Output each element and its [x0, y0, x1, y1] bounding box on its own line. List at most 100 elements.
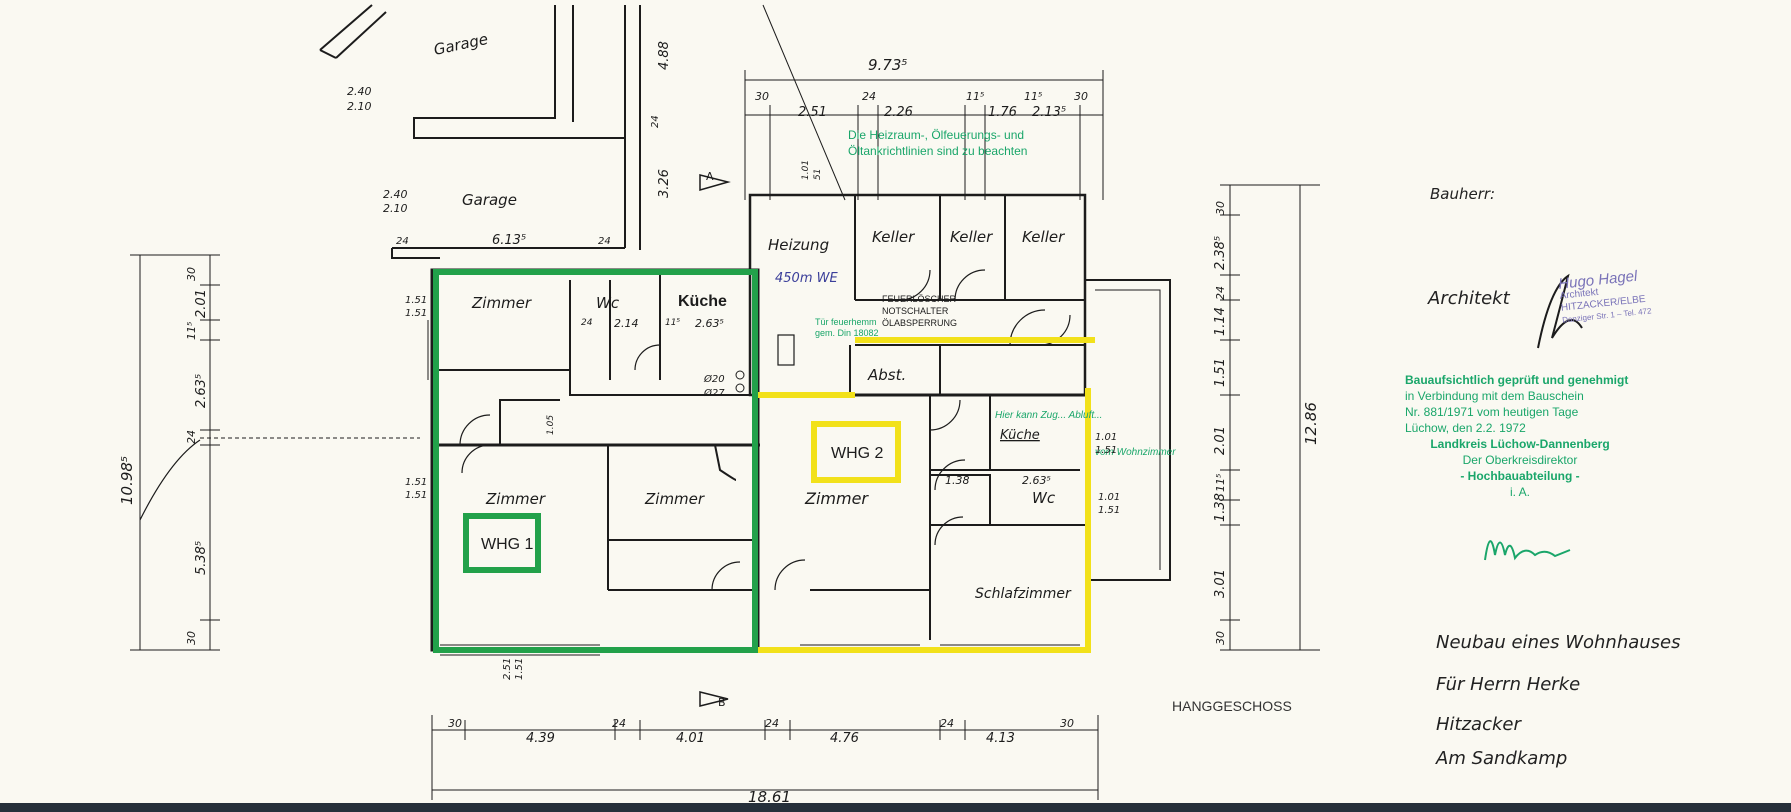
dim-bottom-seg: 4.39: [526, 731, 555, 746]
dim-window: 1.01: [1095, 432, 1117, 443]
dim-small: 1.05: [546, 415, 556, 435]
section-marker-a: [699, 174, 731, 191]
project-title-line-4: Am Sandkamp: [1436, 748, 1568, 769]
heating-capacity-note: 450m WE: [775, 271, 838, 286]
dim-right-seg: 24: [1214, 286, 1227, 300]
stamp-line: Der Oberkreisdirektor: [1462, 453, 1578, 467]
stamp-line: - Hochbauabteilung -: [1460, 469, 1580, 483]
dim-left-seg: 11⁵: [185, 322, 198, 340]
apartment-1-label: WHG 1: [481, 536, 534, 553]
bottom-bar: [0, 803, 1791, 812]
dim-left-seg: 30: [185, 267, 198, 281]
green-handwritten-note-2: vom Wohnzimmer: [1095, 447, 1176, 458]
room-label-keller-3: Keller: [1022, 228, 1065, 246]
dim-window: 1.01: [1098, 492, 1120, 503]
floor-title: HANGGESCHOSS: [1172, 698, 1292, 714]
client-label: Bauherr:: [1430, 185, 1496, 203]
dim-right-seg: 1.51: [1213, 358, 1228, 387]
dim-left-seg: 5.38⁵: [194, 541, 209, 575]
room-label-wc-2: Wc: [1032, 489, 1056, 507]
room-label-schlafzimmer: Schlafzimmer: [975, 586, 1072, 602]
room-label-zimmer-3: Zimmer: [644, 490, 705, 508]
dim-bottom-seg: 4.13: [986, 731, 1015, 746]
dim-right-seg: 2.38⁵: [1213, 236, 1228, 270]
dim-right-seg: 30: [1214, 201, 1227, 215]
whg1-box: [463, 513, 541, 573]
fire-extinguisher-note: FEUERLÖSCHER: [882, 294, 957, 304]
dim-window: 1.51: [514, 658, 525, 680]
dim-window: 2.51: [502, 658, 513, 680]
stamp-line: Lüchow, den 2.2. 1972: [1405, 421, 1526, 435]
stamp-line: in Verbindung mit dem Bauschein: [1405, 389, 1584, 403]
room-label-zimmer-2: Zimmer: [485, 490, 546, 508]
dim-right-total: 12.86: [1302, 402, 1320, 445]
dim-garage: 24: [396, 236, 409, 247]
garage-wall: [319, 4, 373, 51]
green-handwritten-note: Hier kann Zug... Abluft...: [995, 410, 1102, 421]
door-note-1: Tür feuerhemm: [815, 317, 877, 327]
architect-signature: [1537, 273, 1583, 349]
dim-top-seg: 2.13⁵: [1032, 105, 1066, 120]
dim-top-seg: 2.51: [798, 105, 827, 120]
oil-tank: [777, 334, 795, 366]
room-label-keller-1: Keller: [872, 228, 915, 246]
dim-window: 1.51: [405, 295, 427, 306]
dim-small: 24: [581, 318, 593, 328]
dim-garage: 2.10: [383, 202, 408, 215]
dim-top-total: 9.73⁵: [868, 56, 907, 74]
room-label-kueche-1: Küche: [678, 293, 727, 310]
dim-window: 1.51: [1098, 505, 1120, 516]
heating-note-1: Die Heizraum-, Ölfeuerungs- und: [848, 128, 1024, 142]
dim-top-seg: 11⁵: [1024, 90, 1042, 103]
dim-left-seg: 2.63⁵: [194, 374, 209, 408]
dim-bottom-total: 18.61: [748, 788, 791, 806]
approval-signature: [1484, 540, 1571, 561]
garage-wall: [413, 5, 626, 139]
dim-window: 1.51: [1095, 445, 1117, 456]
stamp-line: i. A.: [1509, 485, 1530, 499]
room-label-wc-1: Wc: [596, 294, 620, 312]
dim-wc2: 2.63⁵: [1022, 474, 1051, 487]
dim-window: 51: [813, 169, 823, 180]
dim-vertical: 24: [650, 115, 661, 128]
dim-bottom-seg: 24: [612, 717, 626, 730]
dim-window: 1.51: [405, 490, 427, 501]
dim-left-seg: 30: [185, 631, 198, 645]
dim-top-seg: 1.76: [988, 105, 1017, 120]
dim-top-seg: 11⁵: [966, 90, 984, 103]
dim-left-seg: 24: [185, 430, 198, 444]
oil-shutoff-note: ÖLABSPERRUNG: [882, 318, 957, 328]
architect-label: Architekt: [1428, 288, 1510, 309]
dim-top-seg: 2.26: [884, 105, 913, 120]
dim-garage: 24: [598, 236, 611, 247]
emergency-switch-note: NOTSCHALTER: [882, 306, 949, 316]
dim-bottom-seg: 4.76: [830, 731, 859, 746]
dim-vertical: 3.26: [657, 169, 672, 198]
dim-garage: 2.40: [383, 188, 408, 201]
apartment-1-outline: [433, 269, 758, 653]
dim-top-seg: 24: [862, 90, 876, 103]
dim-right-seg: 30: [1214, 631, 1227, 645]
room-label-zimmer-1: Zimmer: [471, 294, 532, 312]
dim-bottom-seg: 24: [765, 717, 779, 730]
dim-left-total: 10.98⁵: [118, 456, 136, 505]
room-label-kueche-2: Küche: [1000, 428, 1040, 443]
dim-small: 11⁵: [665, 318, 680, 328]
dim-top-seg: 30: [755, 90, 769, 103]
dim-vertical: 4.88: [657, 41, 672, 70]
room-label-abst: Abst.: [867, 366, 906, 384]
dim-window: 1.01: [801, 160, 811, 180]
stamp-line: Nr. 881/1971 vom heutigen Tage: [1405, 405, 1579, 419]
apartment-2-label: WHG 2: [831, 445, 884, 462]
pipe-dim: Ø27: [703, 387, 725, 399]
dim-window: 1.51: [405, 308, 427, 319]
dim-left-seg: 2.01: [194, 289, 209, 318]
dim-garage: 2.10: [347, 100, 372, 113]
section-b-label: B: [718, 696, 726, 709]
whg2-box: [811, 421, 901, 483]
project-title-line-1: Neubau eines Wohnhauses: [1436, 632, 1681, 653]
dim-kueche: 2.63⁵: [695, 317, 724, 330]
section-a-label: A: [706, 170, 714, 183]
project-title-line-2: Für Herrn Herke: [1436, 674, 1581, 695]
